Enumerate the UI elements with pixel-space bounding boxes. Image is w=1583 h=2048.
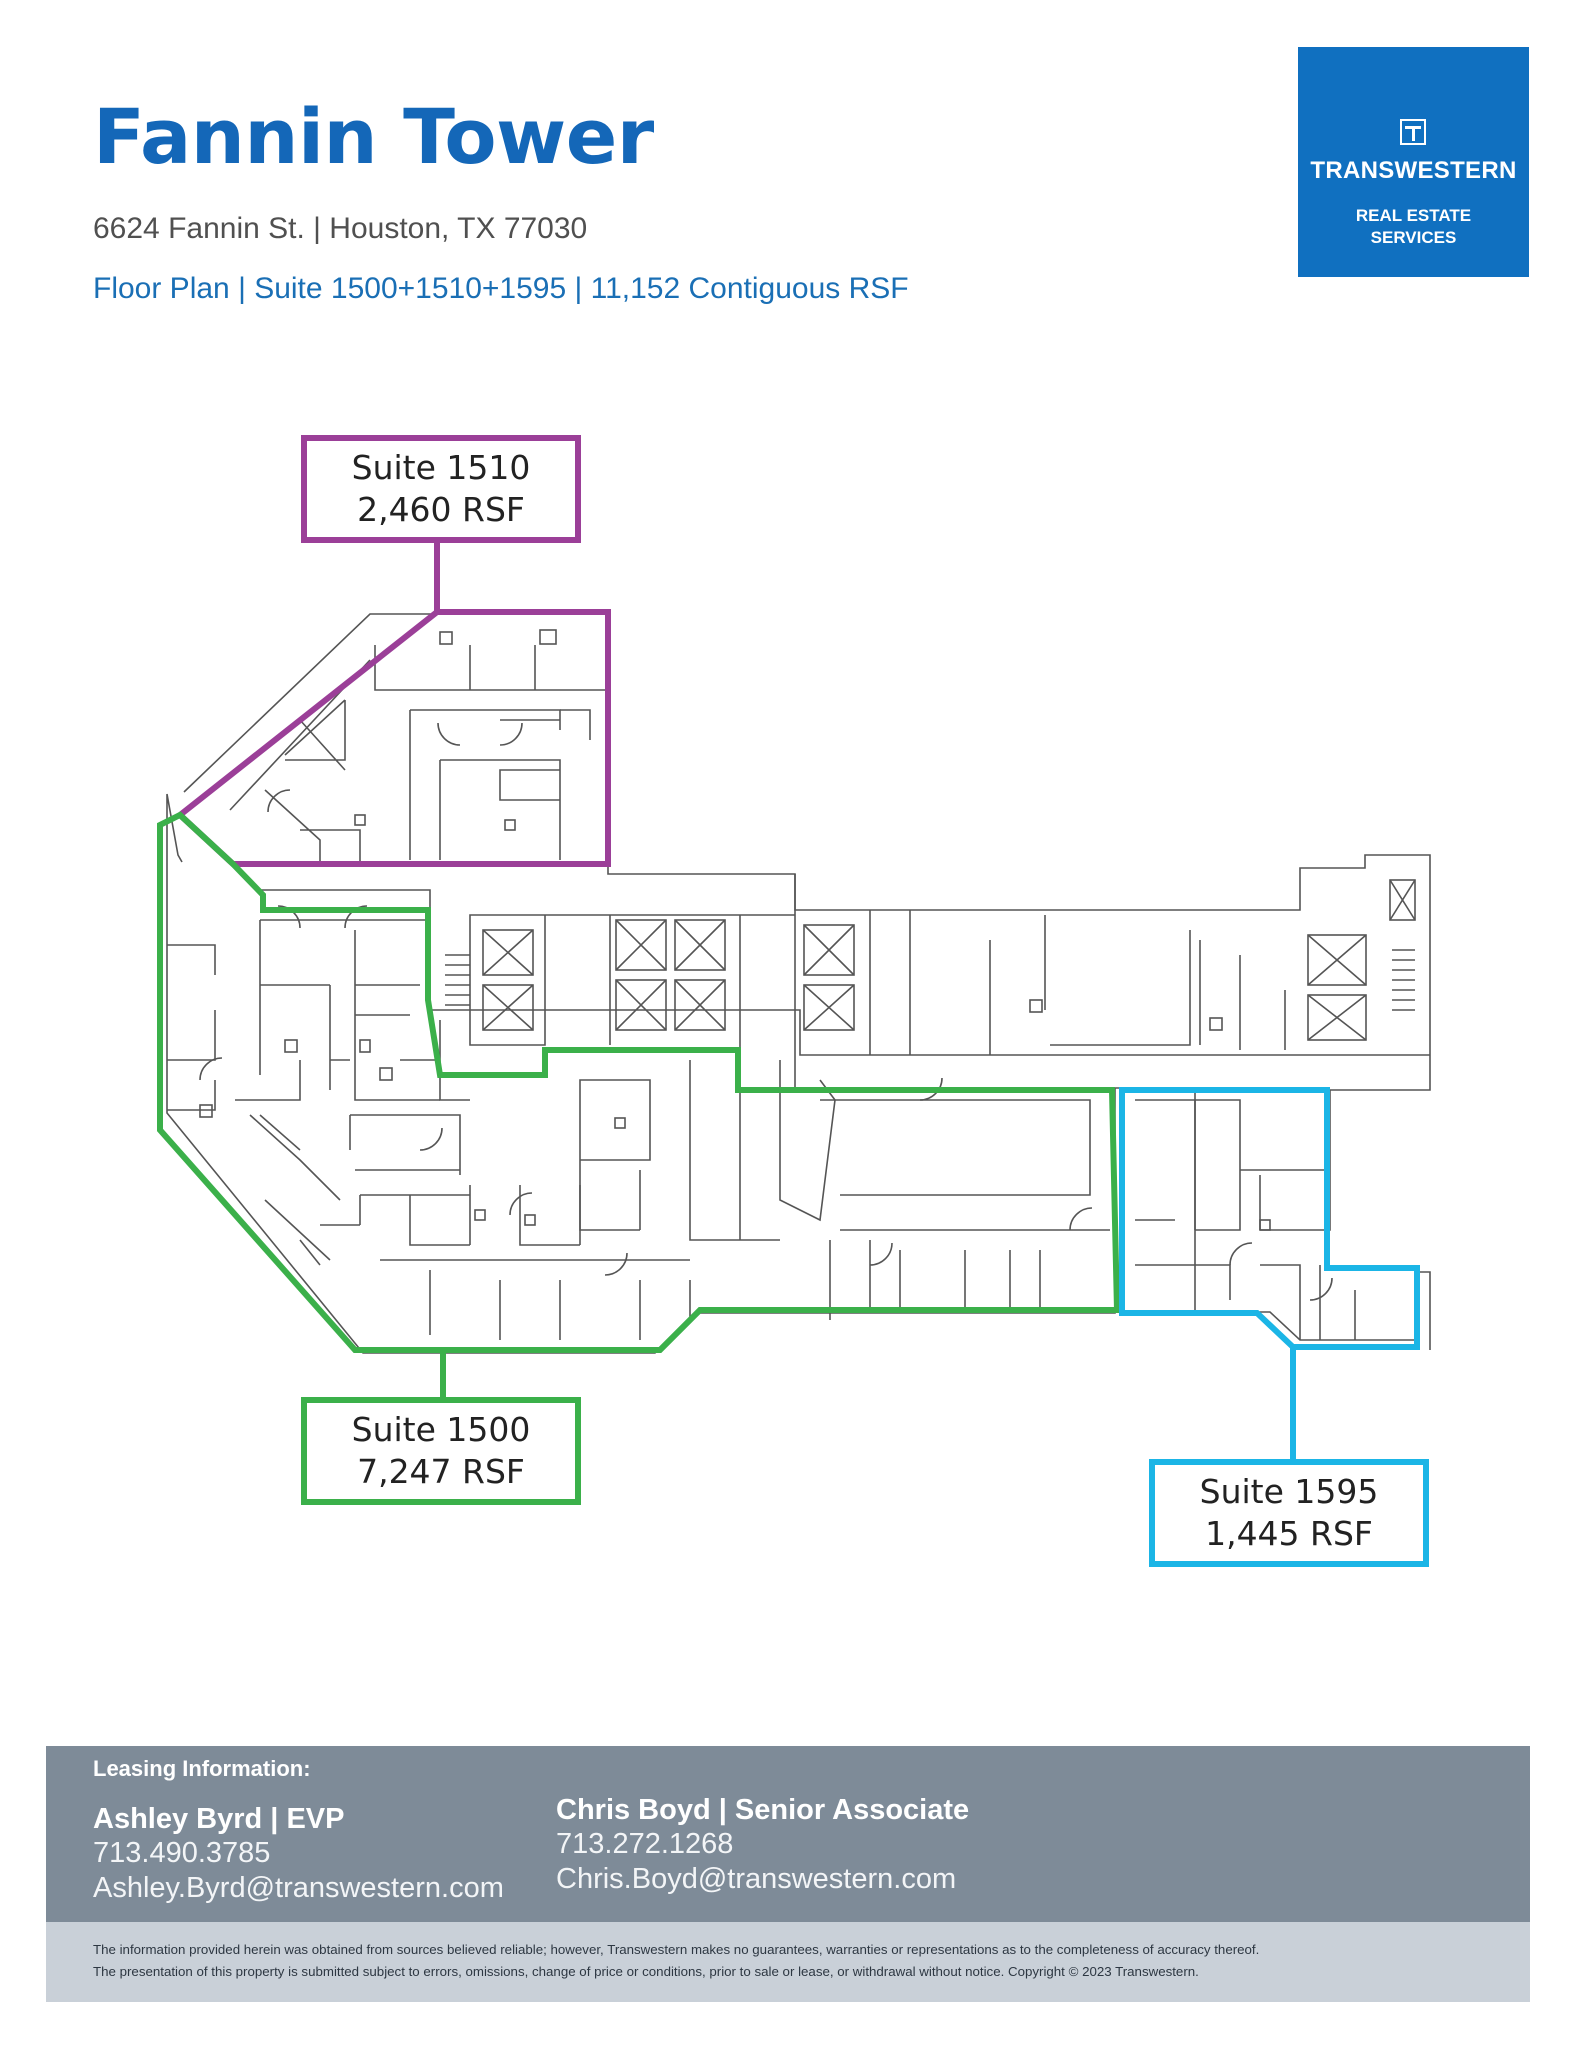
logo-tagline-line-2: SERVICES bbox=[1370, 228, 1457, 247]
disclaimer-line-2: The presentation of this property is sub… bbox=[93, 1964, 1199, 1979]
page-title: Fannin Tower bbox=[93, 92, 654, 181]
contact-ashley-byrd: Ashley Byrd | EVP 713.490.3785 Ashley.By… bbox=[93, 1803, 504, 1906]
contact-phone[interactable]: 713.272.1268 bbox=[556, 1828, 734, 1860]
transwestern-logo[interactable]: TRANSWESTERN REAL ESTATE SERVICES bbox=[1298, 47, 1529, 277]
suite-1595-area: 1,445 RSF bbox=[1205, 1514, 1373, 1553]
suite-1510-label: Suite 1510 2,460 RSF bbox=[307, 441, 575, 537]
floor-plan-linework bbox=[166, 613, 1431, 1354]
floor-plan-subtitle: Floor Plan | Suite 1500+1510+1595 | 11,1… bbox=[93, 272, 909, 305]
suite-1500-boundary[interactable] bbox=[157, 811, 1121, 1353]
suite-1595-name: Suite 1595 bbox=[1199, 1472, 1379, 1511]
transwestern-logo-mark-icon bbox=[1400, 119, 1426, 145]
contact-phone[interactable]: 713.490.3785 bbox=[93, 1837, 271, 1869]
property-address: 6624 Fannin St. | Houston, TX 77030 bbox=[93, 212, 588, 245]
contact-email[interactable]: Ashley.Byrd@transwestern.com bbox=[93, 1872, 504, 1904]
suite-1595-label: Suite 1595 1,445 RSF bbox=[1155, 1465, 1423, 1561]
suite-1595-boundary[interactable] bbox=[1119, 1087, 1420, 1350]
suite-1500-area: 7,247 RSF bbox=[357, 1452, 525, 1491]
contact-name: Ashley Byrd | EVP bbox=[93, 1803, 345, 1835]
leasing-heading: Leasing Information: bbox=[93, 1756, 311, 1781]
suite-1510-area: 2,460 RSF bbox=[357, 490, 525, 529]
legal-disclaimer: The information provided herein was obta… bbox=[46, 1922, 1530, 2002]
disclaimer-line-1: The information provided herein was obta… bbox=[93, 1942, 1260, 1957]
leasing-information-panel: Leasing Information: Ashley Byrd | EVP 7… bbox=[46, 1746, 1530, 1922]
elevator-bank bbox=[482, 879, 1416, 1041]
logo-tagline: REAL ESTATE SERVICES bbox=[1298, 205, 1529, 249]
contact-email[interactable]: Chris.Boyd@transwestern.com bbox=[556, 1863, 957, 1895]
contact-chris-boyd: Chris Boyd | Senior Associate 713.272.12… bbox=[556, 1794, 969, 1897]
contact-name: Chris Boyd | Senior Associate bbox=[556, 1794, 970, 1826]
logo-brand-name: TRANSWESTERN bbox=[1310, 157, 1517, 184]
suite-1510-name: Suite 1510 bbox=[351, 448, 531, 487]
logo-tagline-line-1: REAL ESTATE bbox=[1355, 206, 1472, 225]
suite-1500-label: Suite 1500 7,247 RSF bbox=[307, 1403, 575, 1499]
suite-1500-name: Suite 1500 bbox=[351, 1410, 531, 1449]
